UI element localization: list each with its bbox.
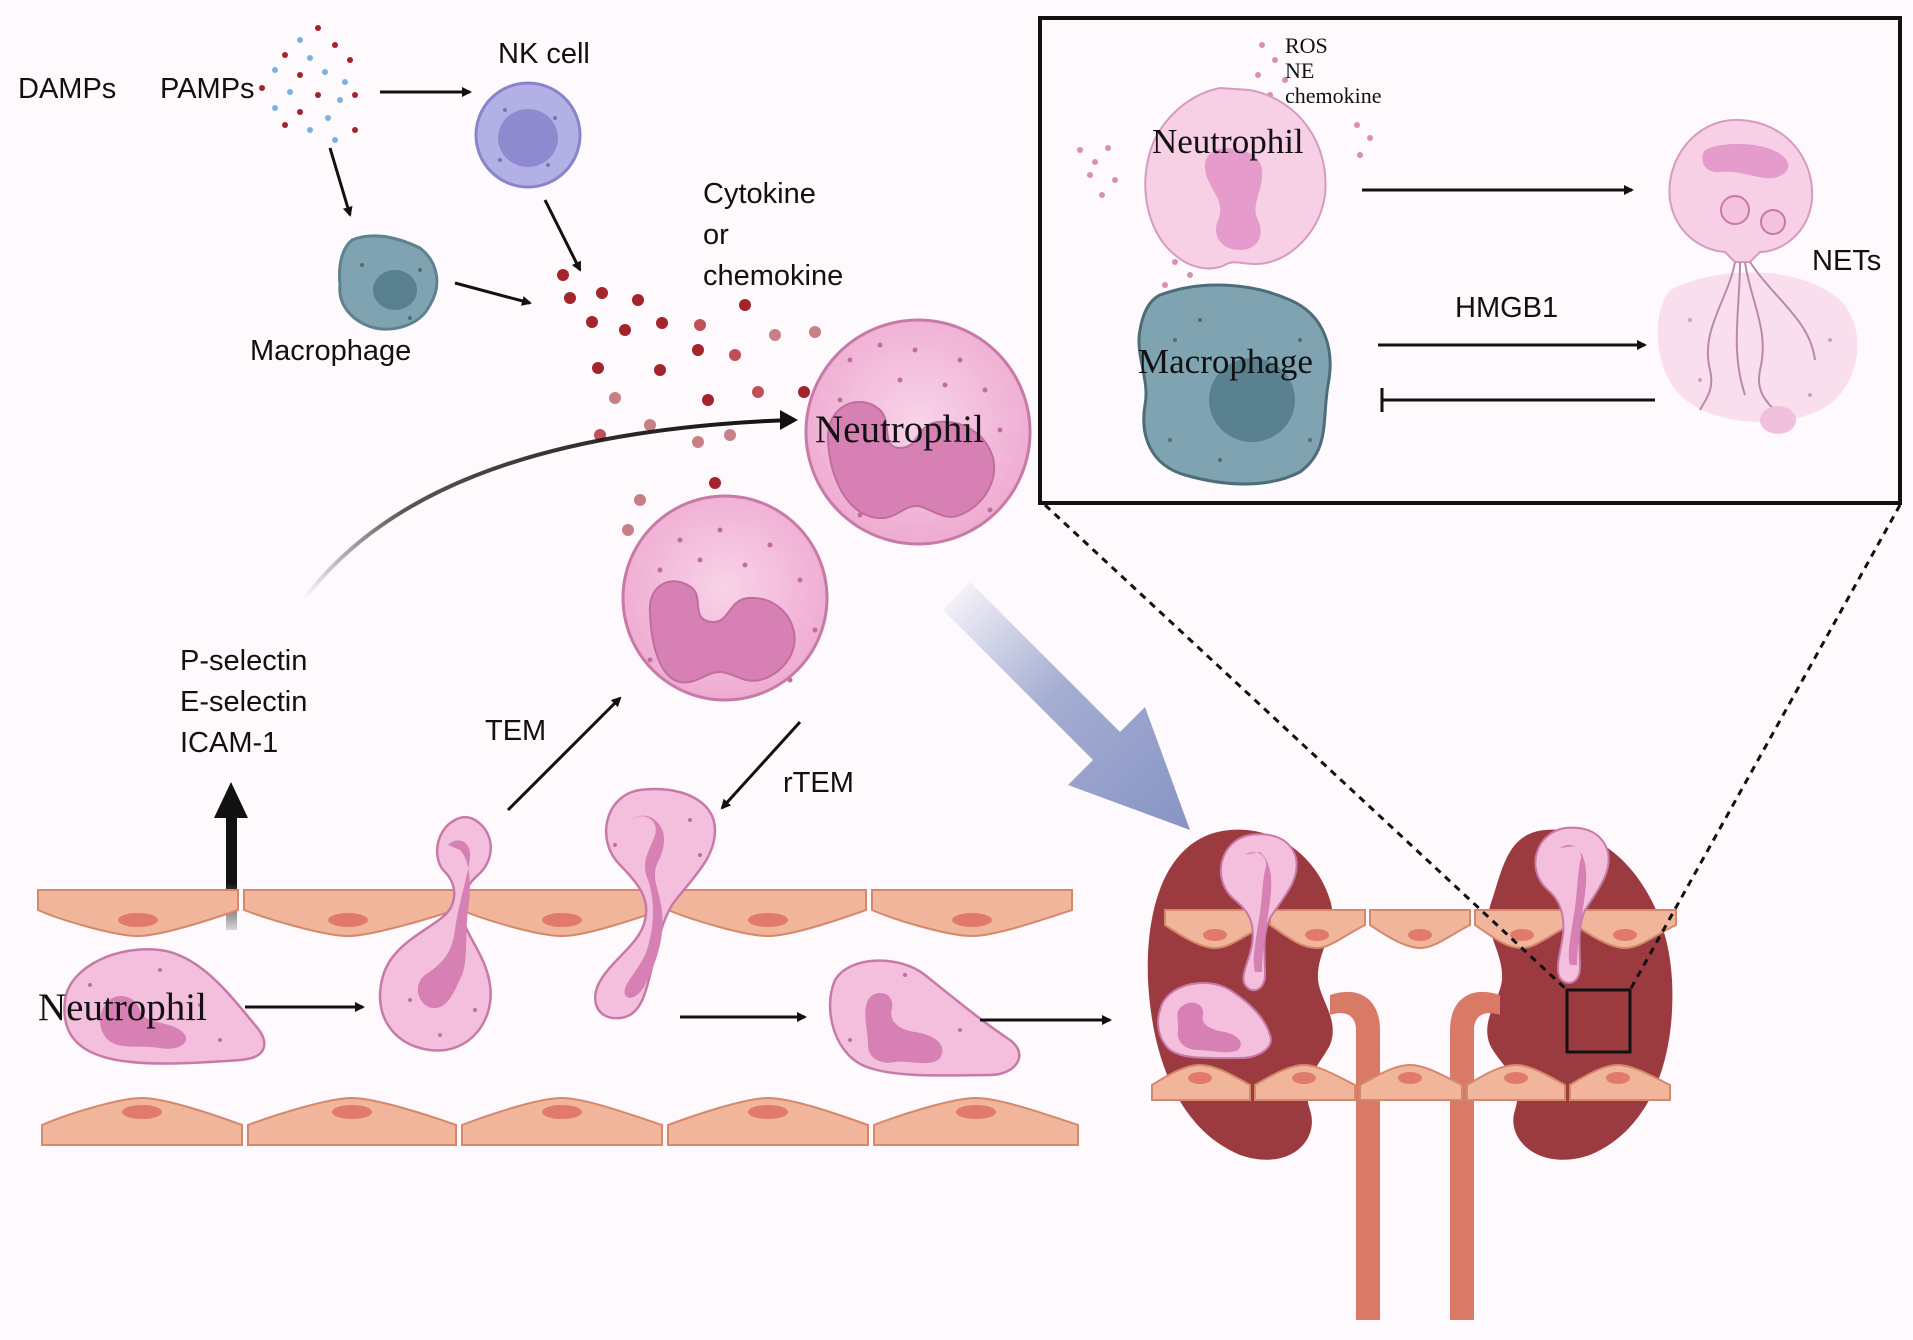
kidney-endothelium-top — [1164, 909, 1677, 950]
zoom-line-right — [1628, 504, 1902, 991]
neutrophil-transmigrating — [378, 816, 492, 1052]
cytokine-dots — [557, 269, 821, 536]
kidney-endothelium-bottom — [1151, 1063, 1671, 1101]
rtem-arrow — [720, 720, 802, 810]
e-selectin-label: E-selectin — [180, 686, 307, 718]
kidney-neutrophil-left-bottom — [1157, 981, 1272, 1060]
inset-ros-label: ROS — [1285, 33, 1328, 58]
neutrophil-large-label: Neutrophil — [815, 408, 984, 451]
inset-neutrophil — [1144, 86, 1327, 270]
vessel-endothelium-bottom — [41, 1096, 1079, 1146]
inset-neutrophil-label: Neutrophil — [1152, 122, 1304, 161]
inset-nets-label: NETs — [1812, 245, 1881, 277]
inset-chemokine-label: chemokine — [1285, 83, 1382, 108]
kidney-neutrophil-right-top — [1534, 826, 1610, 984]
nk-cell — [474, 81, 582, 189]
curved-arrow-head — [780, 410, 798, 430]
damp-pamp-particles — [259, 25, 358, 143]
kidney-zoom-box — [1565, 988, 1632, 1054]
vessel-endothelium-top — [37, 889, 1073, 938]
damps-label: DAMPs — [18, 73, 116, 105]
inset-ne-label: NE — [1285, 58, 1314, 83]
inset-macrophage — [1137, 283, 1332, 486]
neutrophil-large — [804, 318, 1032, 546]
macrophage-top — [338, 234, 439, 331]
cytokine-label-line1: Cytokine — [703, 178, 816, 210]
tem-arrow — [506, 696, 622, 812]
cytokine-label-line2: or — [703, 219, 729, 251]
neutrophil-reverse-transmigrating — [594, 787, 717, 1020]
neutrophil-middle — [621, 494, 829, 702]
macrophage-top-label: Macrophage — [250, 335, 411, 367]
zoom-line-left — [1043, 503, 1569, 992]
tem-label: TEM — [485, 715, 546, 747]
neutrophil-rolling — [63, 948, 266, 1065]
arrow-macrophage-to-cytokines — [454, 281, 532, 306]
p-selectin-label: P-selectin — [180, 645, 307, 677]
up-arrow-shaft — [226, 812, 237, 930]
inset-net-neutrophil — [1668, 118, 1814, 263]
big-arrow-to-kidney — [943, 582, 1190, 830]
inset-nets-web — [1657, 261, 1858, 434]
arrow-nk-to-cytokines — [543, 199, 582, 272]
icam1-label: ICAM-1 — [180, 727, 278, 759]
inset-hmgb1-label: HMGB1 — [1455, 292, 1558, 324]
nk-cell-label: NK cell — [498, 38, 590, 70]
rtem-label: rTEM — [783, 767, 854, 799]
inset-macrophage-label: Macrophage — [1138, 342, 1313, 381]
cytokine-label-line3: chemokine — [703, 260, 843, 292]
neutrophil-migrating — [828, 959, 1021, 1077]
pamps-label: PAMPs — [160, 73, 255, 105]
neutrophil-vessel-label: Neutrophil — [38, 986, 207, 1029]
curved-arrow-to-neutrophil — [303, 418, 791, 600]
arrow-particles-to-macrophage — [328, 147, 353, 217]
inset-ros-particles — [1077, 42, 1373, 288]
up-arrow-head — [214, 782, 248, 818]
kidney-neutrophil-left-top — [1219, 833, 1298, 992]
